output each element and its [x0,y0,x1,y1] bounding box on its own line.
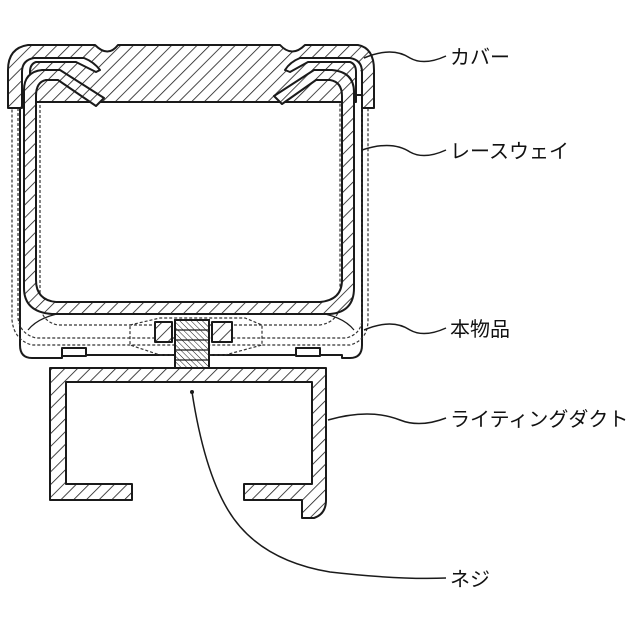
label-cover: カバー [450,45,510,69]
label-lighting-duct: ライティングダクト [450,407,628,431]
label-raceway: レースウェイ [450,139,569,163]
label-product: 本物品 [450,317,510,341]
label-screw: ネジ [450,567,490,591]
lighting-duct [50,368,326,518]
screw-shaft [175,320,209,368]
